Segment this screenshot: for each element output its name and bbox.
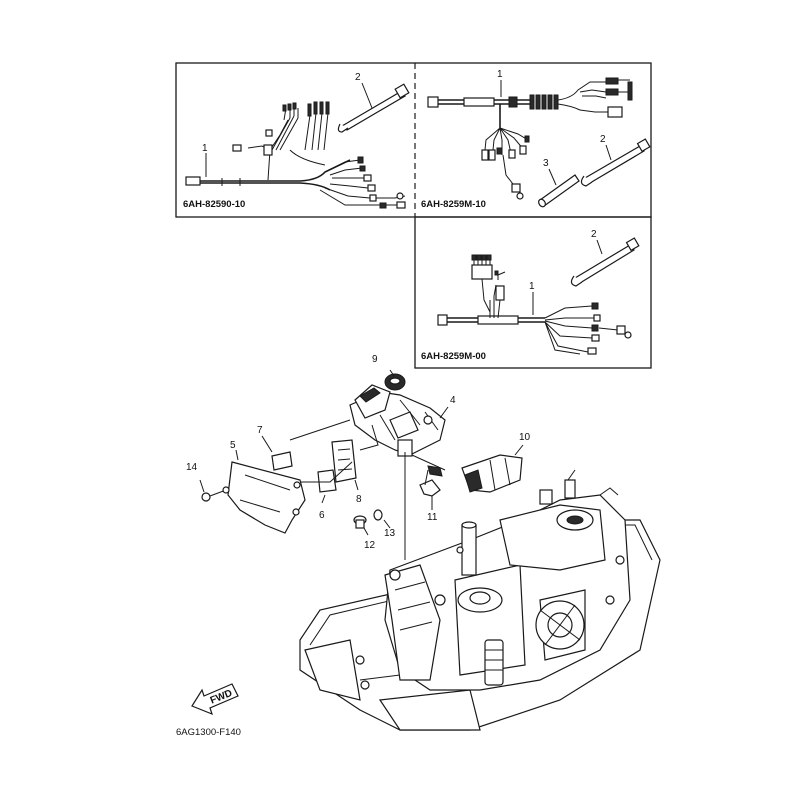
callout-number: 8 <box>356 494 362 505</box>
panel-harness-8259M-10: 1 2 3 6AH-8259M-10 <box>421 69 651 210</box>
cable-tie-3 <box>570 237 640 287</box>
main-callouts: 9 4 7 5 10 14 8 6 11 13 12 <box>186 354 531 551</box>
callout-number: 4 <box>450 395 456 406</box>
callout-number: 2 <box>591 229 597 240</box>
cover-plate <box>227 461 306 534</box>
protective-tube <box>538 174 580 208</box>
wire-harness-2 <box>427 77 633 200</box>
part-number-label: 6AH-8259M-10 <box>421 199 486 210</box>
clamp <box>419 465 443 497</box>
callout-number: 10 <box>519 432 531 443</box>
part-number-label: 6AH-82590-10 <box>183 199 245 210</box>
callout-number: 2 <box>355 72 361 83</box>
callout-number: 9 <box>372 354 378 365</box>
cable-tie-2 <box>580 138 651 187</box>
callout-number: 6 <box>319 510 325 521</box>
part-number-label: 6AH-8259M-00 <box>421 351 486 362</box>
grommet <box>384 373 406 391</box>
harness-panels <box>175 62 652 369</box>
engine-assembly <box>299 469 661 731</box>
callout-number: 1 <box>497 69 503 80</box>
callout-number: 11 <box>427 512 438 523</box>
corrugated-tube <box>529 94 559 110</box>
panel-frame-bottom <box>414 216 652 369</box>
callout-number: 7 <box>257 425 263 436</box>
callout-number: 1 <box>529 281 535 292</box>
cable-tie-1 <box>337 83 410 133</box>
bracket-assembly <box>349 384 446 457</box>
callout-number: 5 <box>230 440 236 451</box>
plate <box>317 469 337 493</box>
gasket <box>271 451 293 471</box>
panel-harness-8259M-00: 1 2 6AH-8259M-00 <box>421 229 640 362</box>
leader-lines <box>199 369 524 560</box>
callout-number: 1 <box>202 143 208 154</box>
callout-number: 3 <box>543 158 549 169</box>
screw <box>201 486 230 502</box>
callout-number: 2 <box>600 134 606 145</box>
holder <box>331 439 357 483</box>
callout-number: 12 <box>364 540 376 551</box>
panel-harness-82590: 1 2 6AH-82590-10 <box>183 72 410 210</box>
callout-number: 14 <box>186 462 198 473</box>
wire-harness-1 <box>185 101 406 209</box>
callout-number: 13 <box>384 528 396 539</box>
forward-arrow-icon: FWD <box>191 683 239 716</box>
fuse-holder <box>461 454 523 493</box>
wire-harness-3 <box>437 254 632 355</box>
collar <box>373 509 383 521</box>
bolt <box>353 515 367 529</box>
figure-code: 6AG1300-F140 <box>176 727 241 738</box>
panel-frame-top <box>175 62 652 218</box>
